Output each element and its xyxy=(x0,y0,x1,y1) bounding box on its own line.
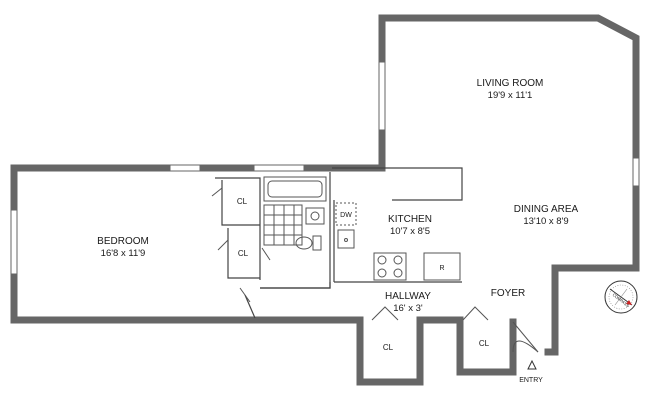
toilet-bowl xyxy=(295,236,313,250)
burner-3 xyxy=(377,268,387,278)
burner-2 xyxy=(393,255,403,265)
bathtub xyxy=(263,176,327,202)
foyer-name: FOYER xyxy=(491,288,525,299)
living-room-name: LIVING ROOM xyxy=(477,78,544,89)
stove xyxy=(373,252,407,281)
kitchen-counter xyxy=(332,167,463,201)
entry-label: ENTRY xyxy=(519,377,543,384)
toilet-tank xyxy=(312,235,322,251)
bath-east-wall xyxy=(260,172,331,289)
hall-closet-2-door xyxy=(462,306,489,321)
compass-needle-cross xyxy=(614,288,628,306)
burner-1 xyxy=(377,255,387,265)
kitchen-sink xyxy=(337,229,355,249)
bathroom xyxy=(263,176,327,251)
hall-closet-1-door xyxy=(371,306,399,321)
refrigerator xyxy=(423,252,461,281)
closet-2-wall xyxy=(227,228,260,279)
bath-door xyxy=(261,247,271,261)
living-room-dims: 19'9 x 11'1 xyxy=(488,90,533,101)
dishwasher-label: DW xyxy=(340,212,352,219)
doors xyxy=(211,187,539,353)
closet-label-1: CL xyxy=(237,197,248,206)
kitchen-north-wall xyxy=(328,14,640,356)
entry-door-arc xyxy=(512,340,539,353)
closet-label-3: CL xyxy=(383,343,394,352)
sink xyxy=(305,207,325,225)
bedroom-door xyxy=(239,287,251,303)
hallway-dims: 16' x 3' xyxy=(393,303,423,314)
compass-north-tip-icon xyxy=(626,300,632,305)
kitchen-name: KITCHEN xyxy=(388,214,432,225)
closet-label-4: CL xyxy=(479,339,490,348)
compass-inner-ring xyxy=(608,284,634,310)
closet-1-wall xyxy=(221,180,260,226)
closet-label-2: CL xyxy=(238,249,249,258)
bath-closet-wall xyxy=(215,177,261,280)
windows xyxy=(10,61,640,275)
kitchen-dims: 10'7 x 8'5 xyxy=(390,226,430,237)
hallway-name: HALLWAY xyxy=(385,291,431,302)
compass: COMPASS xyxy=(604,280,638,314)
bedroom-name: BEDROOM xyxy=(97,236,149,247)
hallway-top-wall xyxy=(260,282,331,289)
bedroom-dims: 16'8 x 11'9 xyxy=(101,248,146,259)
closet-1-door xyxy=(211,187,223,197)
refrigerator-label: R xyxy=(439,265,444,272)
bedroom-door-frame xyxy=(244,294,256,319)
entry-marker-icon xyxy=(527,359,537,370)
kitchen-appliances: DW R xyxy=(335,202,461,281)
bathtub-inner xyxy=(267,180,323,198)
dishwasher xyxy=(335,202,357,226)
hall-closet-1-wall xyxy=(356,316,464,386)
bedroom-window-left xyxy=(10,209,18,275)
interior-walls xyxy=(215,167,463,319)
dining-area-name: DINING AREA xyxy=(514,204,579,215)
kitchen-sink-drain xyxy=(344,238,348,242)
sink-basin xyxy=(310,211,320,221)
burner-4 xyxy=(393,268,403,278)
closet-2-door xyxy=(217,239,229,251)
dining-area-dims: 13'10 x 8'9 xyxy=(523,216,568,227)
bedroom-window-top-2 xyxy=(253,164,305,172)
dining-window-right xyxy=(632,157,640,187)
living-room-window xyxy=(378,61,386,131)
bedroom-window-top-1 xyxy=(169,164,201,172)
entry-door xyxy=(512,321,539,353)
outer-walls xyxy=(10,14,640,386)
